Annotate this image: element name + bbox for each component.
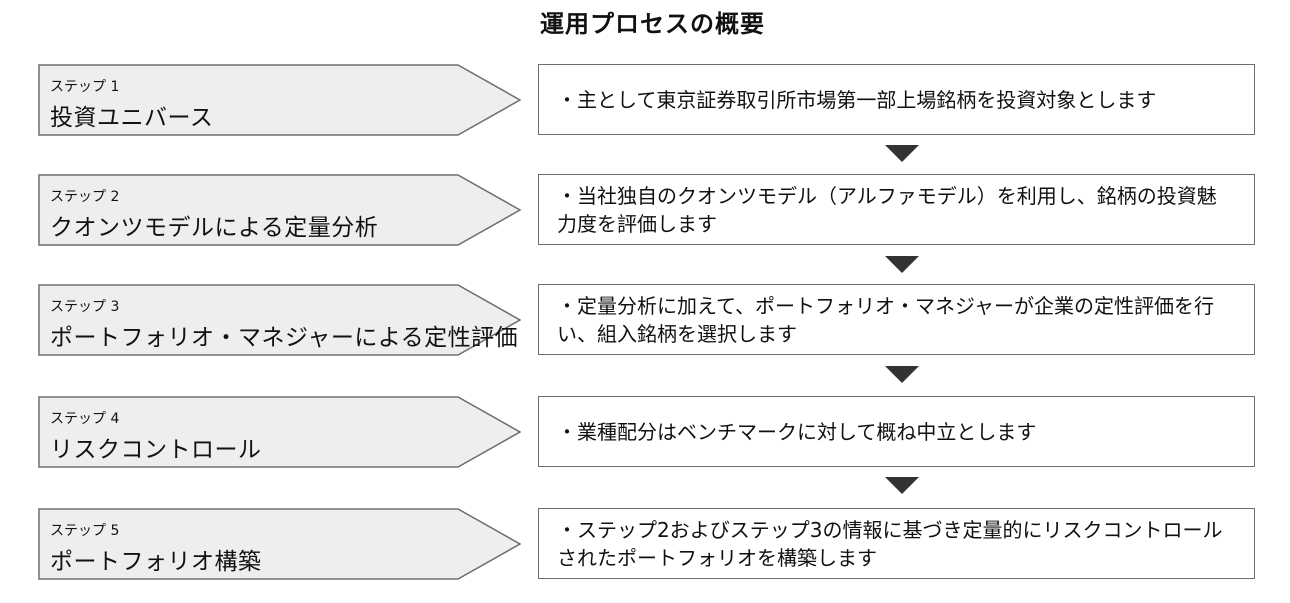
step-number: ステップ 1 bbox=[50, 79, 120, 95]
step-name: ポートフォリオ・マネジャーによる定性評価 bbox=[50, 325, 519, 351]
step-description: ・ステップ2およびステップ3の情報に基づき定量的にリスクコントロール されたポー… bbox=[557, 517, 1223, 570]
step-row-5: ステップ 5 ポートフォリオ構築 ・ステップ2およびステップ3の情報に基づき定量… bbox=[0, 508, 1290, 580]
step-number: ステップ 3 bbox=[50, 299, 120, 315]
step-name: リスクコントロール bbox=[50, 437, 262, 463]
step-description: ・定量分析に加えて、ポートフォリオ・マネジャーが企業の定性評価を行 い、組入銘柄… bbox=[557, 293, 1214, 346]
down-arrow-icon bbox=[885, 145, 919, 162]
step-chevron-shape bbox=[38, 508, 522, 580]
down-arrow-icon bbox=[885, 366, 919, 383]
step-description-box: ・ステップ2およびステップ3の情報に基づき定量的にリスクコントロール されたポー… bbox=[538, 508, 1255, 579]
step-row-1: ステップ 1 投資ユニバース ・主として東京証券取引所市場第一部上場銘柄を投資対… bbox=[0, 64, 1290, 136]
step-number: ステップ 2 bbox=[50, 189, 120, 205]
down-arrow-icon bbox=[885, 477, 919, 494]
step-chevron-shape bbox=[38, 284, 522, 356]
step-name: 投資ユニバース bbox=[50, 105, 214, 131]
step-name: クオンツモデルによる定量分析 bbox=[50, 215, 379, 241]
step-description: ・主として東京証券取引所市場第一部上場銘柄を投資対象とします bbox=[557, 87, 1157, 112]
step-description: ・業種配分はベンチマークに対して概ね中立とします bbox=[557, 419, 1037, 444]
step-description-box: ・業種配分はベンチマークに対して概ね中立とします bbox=[538, 396, 1255, 467]
step-description-box: ・主として東京証券取引所市場第一部上場銘柄を投資対象とします bbox=[538, 64, 1255, 135]
step-row-3: ステップ 3 ポートフォリオ・マネジャーによる定性評価 ・定量分析に加えて、ポー… bbox=[0, 284, 1290, 356]
step-number: ステップ 4 bbox=[50, 411, 120, 427]
step-chevron-shape bbox=[38, 174, 522, 246]
step-description: ・当社独自のクオンツモデル（アルファモデル）を利用し、銘柄の投資魅 力度を評価し… bbox=[557, 183, 1217, 236]
step-name: ポートフォリオ構築 bbox=[50, 549, 262, 575]
diagram-title: 運用プロセスの概要 bbox=[540, 10, 765, 38]
down-arrow-icon bbox=[885, 256, 919, 273]
step-chevron-shape bbox=[38, 64, 522, 136]
step-row-4: ステップ 4 リスクコントロール ・業種配分はベンチマークに対して概ね中立としま… bbox=[0, 396, 1290, 468]
step-number: ステップ 5 bbox=[50, 523, 120, 539]
step-description-box: ・当社独自のクオンツモデル（アルファモデル）を利用し、銘柄の投資魅 力度を評価し… bbox=[538, 174, 1255, 245]
step-chevron-shape bbox=[38, 396, 522, 468]
step-description-box: ・定量分析に加えて、ポートフォリオ・マネジャーが企業の定性評価を行 い、組入銘柄… bbox=[538, 284, 1255, 355]
step-row-2: ステップ 2 クオンツモデルによる定量分析 ・当社独自のクオンツモデル（アルファ… bbox=[0, 174, 1290, 246]
